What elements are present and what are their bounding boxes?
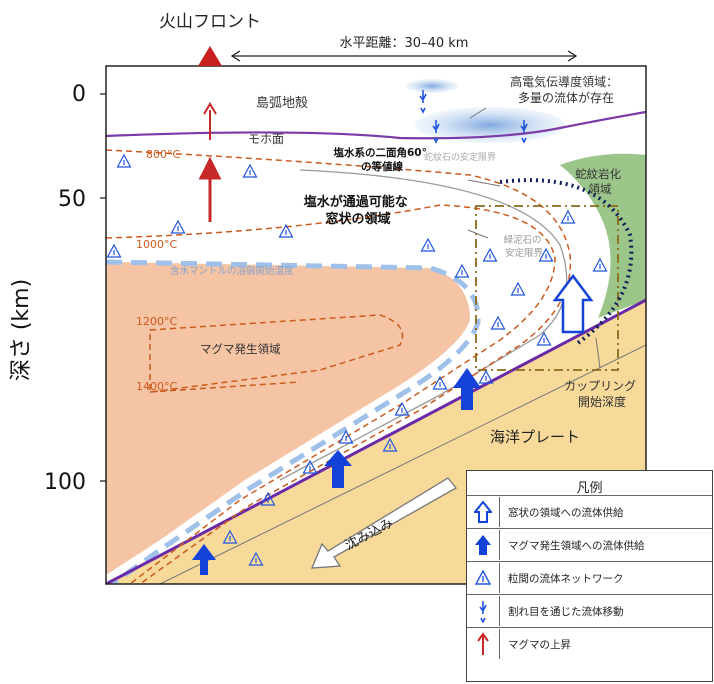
crack-arrow-icon [467, 596, 500, 626]
serpentine-limit-label: 蛇紋石の安定限界 [424, 151, 496, 163]
island-arc-crust-label: 島弧地殻 [256, 96, 308, 111]
oceanic-plate-label: 海洋プレート [490, 428, 580, 446]
dihedral-angle-label: 塩水系の二面角60° の等値線 [333, 146, 430, 173]
window-region-box [475, 205, 619, 371]
y-axis-ticks [100, 93, 106, 482]
legend-item: マグマの上昇 [467, 627, 712, 660]
diagram-frame [105, 65, 647, 585]
high-conductivity-label: 高電気伝導度領域： 多量の流体が存在 [510, 74, 622, 105]
subduction-arrow [310, 477, 457, 569]
distance-arrow [230, 50, 578, 62]
serpentinized-label: 蛇紋岩化 領域 [575, 167, 625, 196]
isotherm-1000-label: 1000°C [136, 238, 177, 251]
chlorite-limit-label: 緑泥石の 安定限界 [503, 234, 544, 259]
coupling-depth-label: カップリング 開始深度 [564, 379, 640, 409]
volcano-icon [198, 46, 222, 66]
outline-arrow-icon [467, 497, 500, 527]
legend-item: 割れ目を通じた流体移動 [467, 594, 712, 627]
fluid-supply-arrows [192, 368, 481, 575]
y-tick-0: 0 [72, 82, 86, 107]
mantle-solidus-label: 含水マントルの溶融開始温度 [170, 265, 294, 277]
legend-title: 凡例 [576, 481, 603, 496]
window-supply-arrow [552, 273, 594, 334]
y-axis-label: 深さ (km) [9, 279, 34, 381]
mantle-solidus-line [106, 259, 481, 584]
y-tick-50: 50 [58, 187, 86, 212]
slab-surface [106, 298, 646, 584]
legend-item: 粒間の流体ネットワーク [467, 561, 712, 594]
legend: 凡例 窓状の領域への流体供給 マグマ発生領域への流体供給 粒間の流体ネットワーク… [466, 470, 713, 682]
moho-label: モホ面 [248, 132, 284, 146]
legend-item: マグマ発生領域への流体供給 [467, 528, 712, 561]
distance-label: 水平距離：30–40 km [340, 36, 469, 51]
volcanic-front-label: 火山フロント [159, 12, 261, 32]
filled-arrow-icon [467, 530, 500, 560]
isotherm-800-label: 800°C [146, 148, 180, 161]
legend-item: 窓状の領域への流体供給 [467, 495, 712, 528]
magma-region [106, 262, 470, 575]
triangle-icon [467, 563, 500, 593]
isotherm-1200-label: 1200°C [136, 315, 177, 328]
conductivity-region-small [406, 79, 458, 93]
y-tick-100: 100 [44, 470, 86, 495]
moho-line [106, 110, 646, 140]
serpentinized-region [560, 153, 646, 318]
magma-region-label: マグマ発生領域 [200, 342, 281, 356]
window-region-label: 塩水が通過可能な 窓状の領域 [304, 194, 413, 227]
magma-ascent-arrows [198, 102, 222, 222]
red-arrow-icon [467, 629, 500, 659]
isotherms [106, 149, 572, 584]
cross-section [106, 66, 646, 584]
dihedral-angle-isoline [499, 178, 634, 347]
isotherm-1400-label: 1400°C [136, 380, 177, 393]
